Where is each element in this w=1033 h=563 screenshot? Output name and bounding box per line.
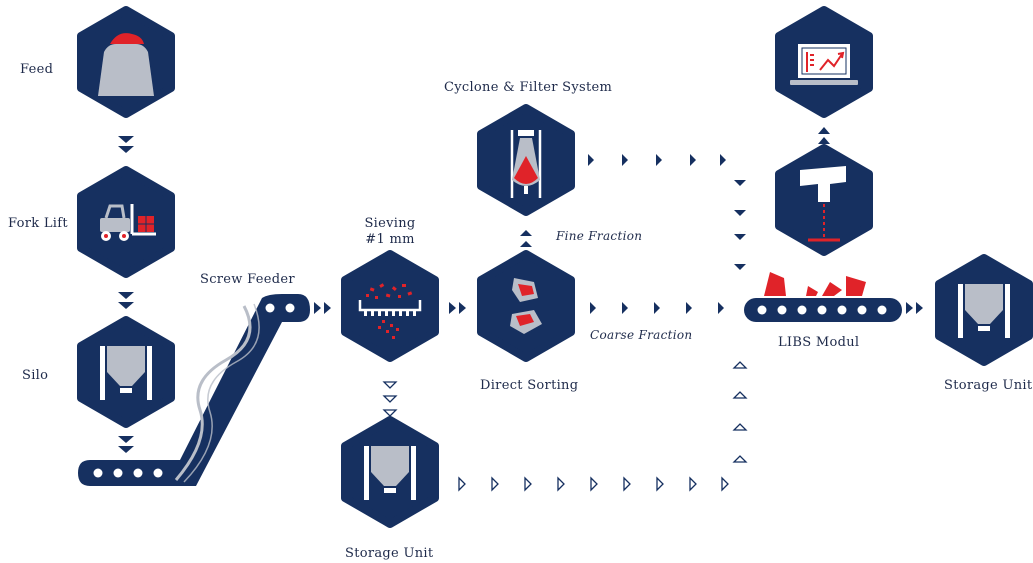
- direct-sorting-node: [481, 254, 571, 358]
- storage-hopper-icon: [364, 446, 416, 500]
- direct-sorting-label: Direct Sorting: [480, 378, 579, 393]
- cyclone-icon: [510, 130, 542, 198]
- laptop-chart-icon: [790, 44, 858, 85]
- fork-lift-icon: [100, 204, 156, 241]
- sieve-icon: [358, 283, 422, 339]
- cyclone-filter-label: Cyclone & Filter System: [444, 80, 613, 95]
- direct-sorting-icon: [510, 278, 542, 334]
- dotted-flow-arrows: [382, 361, 748, 492]
- cyclone-filter-node: [481, 108, 571, 212]
- storage-unit-bottom-label: Storage Unit: [345, 546, 434, 561]
- storage-hopper-icon: [958, 284, 1010, 338]
- feed-pile-icon: [98, 33, 154, 96]
- fork-lift-label: Fork Lift: [8, 216, 68, 231]
- storage-unit-right-label: Storage Unit: [944, 378, 1033, 393]
- conveyor-belt-icon: [744, 272, 902, 322]
- flow-arrows: [118, 127, 923, 453]
- libs-node: [779, 148, 869, 252]
- sieving-label: Sieving: [364, 216, 416, 231]
- silo-label: Silo: [22, 368, 49, 383]
- sieving-node: [345, 254, 435, 358]
- fine-fraction-label: Fine Fraction: [556, 229, 643, 243]
- sieving-mesh-label: #1 mm: [365, 232, 415, 247]
- coarse-fraction-label: Coarse Fraction: [590, 328, 693, 342]
- storage-unit-bottom-node: [345, 420, 435, 524]
- fork-lift-node: [81, 170, 171, 274]
- feed-label: Feed: [20, 62, 54, 77]
- silo-node: [81, 320, 171, 424]
- silo-icon: [100, 346, 152, 400]
- feed-node: [81, 10, 171, 114]
- storage-unit-right-node: [939, 258, 1029, 362]
- screw-feeder-icon: [78, 294, 310, 486]
- screw-feeder-label: Screw Feeder: [200, 272, 295, 287]
- libs-modul-label: LIBS Modul: [778, 335, 860, 350]
- libs-laser-icon: [800, 166, 846, 242]
- analysis-node: [779, 10, 869, 114]
